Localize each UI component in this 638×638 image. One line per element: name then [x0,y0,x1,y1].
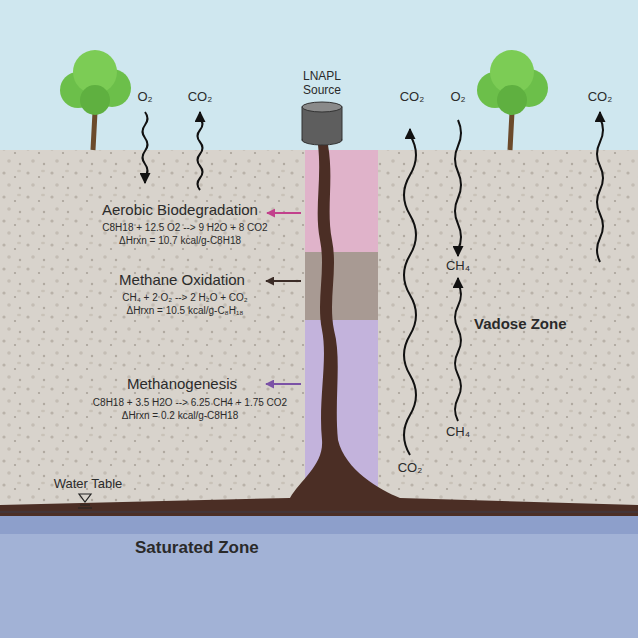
zone-region: Saturated Zone [0,512,638,638]
o2-arrow [455,120,461,256]
pointer-arrow [266,383,301,385]
oxidation-band [305,252,378,320]
text-label: C8H18 + 12.5 O2 --> 9 H2O + 8 CO2 [102,222,267,234]
sky [0,0,638,150]
water-table-symbol [80,505,90,506]
text-label: Water Table [54,477,123,492]
text-label: CH₄ [446,259,470,274]
tree [477,50,548,150]
text-label: O₂ [450,90,465,105]
tree [60,50,131,150]
zone-region: Vadose Zone [0,150,638,512]
zone-label: Saturated Zone [135,538,259,558]
pointer-arrow [267,212,301,214]
text-label: CO₂ [398,461,423,476]
co2-arrow [198,112,203,190]
text-label: Methanogenesis [127,375,237,392]
text-label: CO₂ [188,90,213,105]
zone-label: Vadose Zone [474,315,567,332]
ch4-arrow [455,278,461,421]
co2-arrow [597,112,603,262]
groundwater [0,512,638,638]
text-label: ΔHrxn = 10.5 kcal/g-C₈H₁₈ [127,305,244,317]
text-label: CO₂ [588,90,613,105]
text-label: Methane Oxidation [119,271,245,288]
lnapl-plume [0,145,638,516]
text-label: O₂ [137,90,152,105]
lnapl-drum [302,102,342,145]
text-label: Aerobic Biodegradation [102,201,258,218]
water-table-line [0,512,638,513]
o2-arrow [143,112,148,183]
zone-label: LNAPL Source [297,70,347,98]
co2-arrow [404,129,416,455]
text-label: CO₂ [400,90,425,105]
water-table-symbol [78,508,92,509]
water-table-symbol [79,494,91,502]
aerobic-band [305,150,378,252]
source-drum: LNAPL Source [292,66,352,148]
pointer-arrow [266,280,301,282]
text-label: ΔHrxn = 0.2 kcal/g-C8H18 [122,410,238,422]
text-label: CH₄ + 2 O₂ --> 2 H₂O + CO₂ [122,292,247,304]
text-label: C8H18 + 3.5 H2O --> 6.25 CH4 + 1.75 CO2 [93,397,287,409]
text-label: ΔHrxn = 10.7 kcal/g-C8H18 [119,235,241,247]
text-label: CH₄ [446,425,470,440]
